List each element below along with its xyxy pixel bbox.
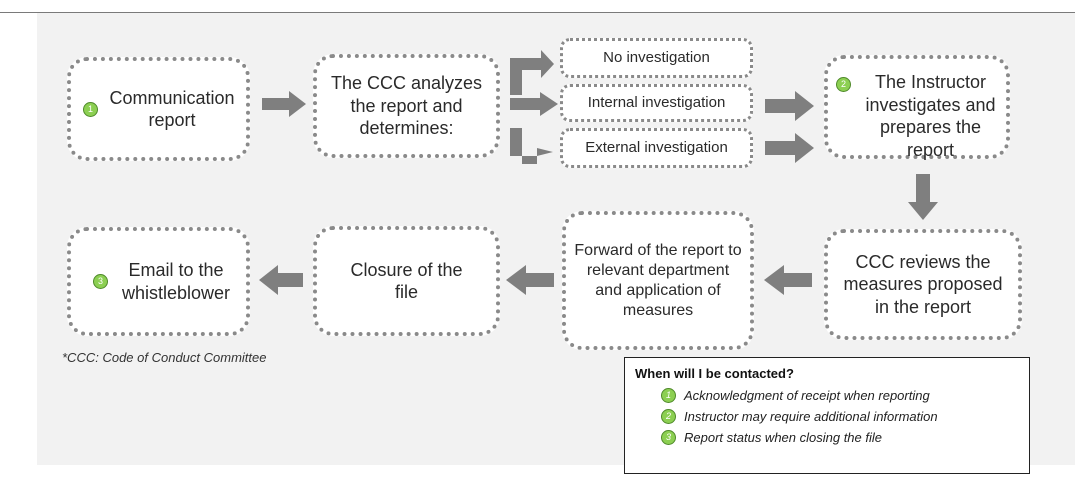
legend-badge-3: 3 [661,430,676,445]
arrow-forward-to-closure [506,265,554,295]
internal-investigation-label: Internal investigation [587,93,726,111]
communication-report-label: Communication report [109,87,235,131]
no-investigation-box: No investigation [560,38,753,78]
legend-item-label: Instructor may require additional inform… [684,409,938,424]
arrow-instructor-to-ccc-reviews [908,174,938,220]
email-whistleblower-label: Email to the whistleblower [121,260,231,303]
instructor-investigates-box: 2 The Instructor investigates and prepar… [824,55,1010,160]
footnote: *CCC: Code of Conduct Committee [62,350,267,365]
arrow-to-internal-investigation [510,92,558,116]
no-investigation-label: No investigation [603,48,710,66]
arrow-ccc-reviews-to-forward [764,265,812,295]
legend-item: 1 Acknowledgment of receipt when reporti… [661,388,1019,403]
contact-legend: When will I be contacted? 1 Acknowledgme… [624,357,1030,474]
step-1-badge: 1 [83,101,98,117]
step-2-badge: 2 [836,77,851,92]
arrow-report-to-ccc [262,91,306,117]
legend-item-label: Report status when closing the file [684,430,882,445]
external-investigation-label: External investigation [585,138,728,156]
ccc-reviews-label: CCC reviews the measures proposed in the… [843,251,1003,317]
instructor-investigates-label: The Instructor investigates and prepares… [865,72,996,160]
step-3-badge: 3 [93,274,108,289]
internal-investigation-box: Internal investigation [560,84,753,122]
forward-report-box: Forward of the report to relevant depart… [562,211,754,350]
top-rule [0,12,1075,13]
arrow-internal-to-instructor [765,91,814,121]
closure-label: Closure of the file [350,259,463,303]
arrow-external-to-instructor [765,133,814,163]
forward-report-label: Forward of the report to relevant depart… [574,241,742,319]
arrow-to-external-investigation [510,128,553,164]
legend-item-label: Acknowledgment of receipt when reporting [684,388,930,403]
ccc-reviews-box: CCC reviews the measures proposed in the… [824,229,1022,340]
legend-badge-2: 2 [661,409,676,424]
legend-badge-1: 1 [661,388,676,403]
closure-box: Closure of the file [313,226,500,336]
ccc-analyzes-label: The CCC analyzes the report and determin… [330,73,483,139]
ccc-analyzes-box: The CCC analyzes the report and determin… [313,54,500,158]
communication-report-box: 1 Communication report [67,57,250,161]
legend-title: When will I be contacted? [635,366,794,381]
email-whistleblower-box: 3 Email to the whistleblower [67,227,250,336]
external-investigation-box: External investigation [560,128,753,168]
legend-item: 3 Report status when closing the file [661,430,1019,445]
arrow-closure-to-email [259,265,303,295]
arrow-to-no-investigation [510,50,554,95]
legend-item: 2 Instructor may require additional info… [661,409,1019,424]
